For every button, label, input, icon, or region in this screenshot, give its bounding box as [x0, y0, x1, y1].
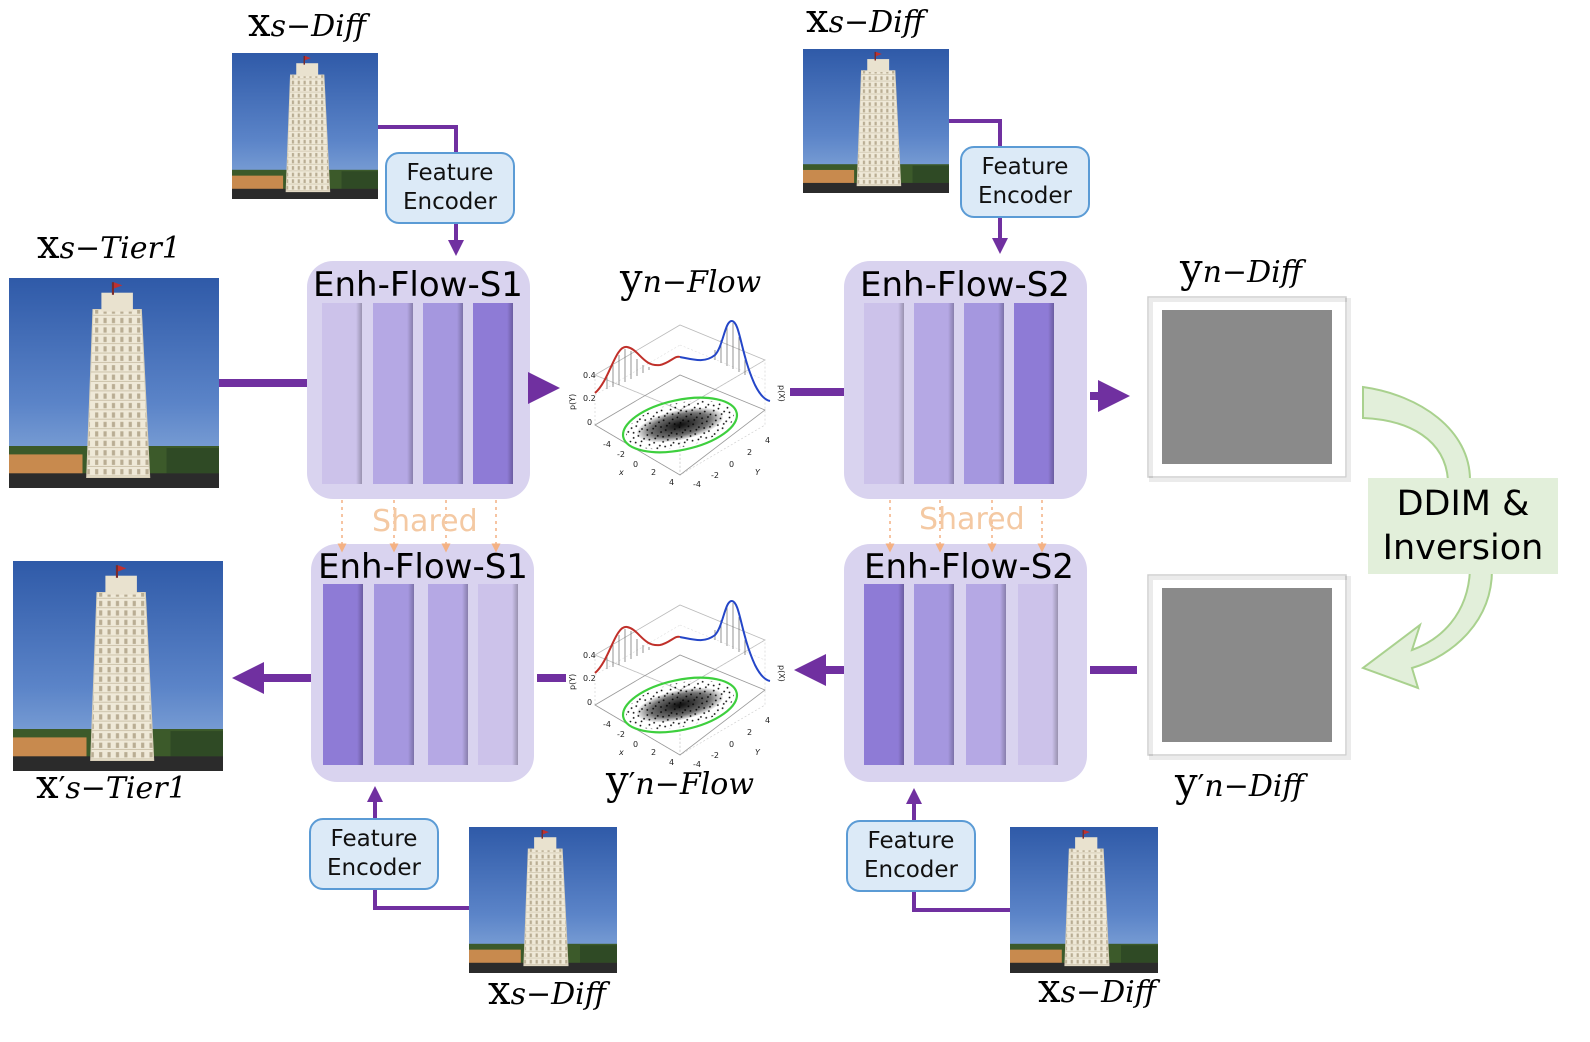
label-y-n-diff-prime: y′n−Diff — [1175, 760, 1304, 806]
flow-bar — [473, 303, 513, 484]
flow-bar — [478, 584, 518, 765]
label-y-n-flow: yn−Flow — [620, 256, 762, 302]
label-y-n-flow-prime: y′n−Flow — [606, 758, 755, 804]
label-y-n-diff: yn−Diff — [1180, 246, 1302, 292]
ddim-line2: Inversion — [1382, 528, 1544, 568]
feature-encoder-line2: Encoder — [402, 189, 498, 215]
feature-encoder-line2: Encoder — [863, 857, 959, 883]
feature-encoder-line2: Encoder — [977, 183, 1073, 209]
enh-flow-s2-top-block — [844, 261, 1087, 499]
label-x-s-tier1-prime: x′s−Tier1 — [36, 762, 187, 808]
feature-encoder-line1: Feature — [981, 154, 1069, 180]
flow-bar — [966, 584, 1006, 765]
feature-encoder-top-left: Feature Encoder — [385, 152, 515, 224]
label-x-s-diff-top-left: xs−Diff — [248, 0, 366, 46]
flow-bar — [323, 584, 363, 765]
image-y-n-diff — [1147, 296, 1351, 482]
shared-connectors-s1 — [337, 500, 501, 553]
ddim-line1: DDIM & — [1396, 484, 1530, 524]
feature-encoder-top-right: Feature Encoder — [960, 146, 1090, 218]
flow-bar — [864, 303, 904, 484]
flow-bar — [373, 303, 413, 484]
image-x-s-tier1-prime — [13, 561, 223, 771]
flow-bar — [914, 584, 954, 765]
image-y-n-diff-prime — [1147, 574, 1351, 760]
ddim-inversion-box: DDIM & Inversion — [1368, 478, 1558, 574]
flow-bar — [374, 584, 414, 765]
enh-flow-s2-top-title: Enh-Flow-S2 — [860, 265, 1070, 305]
enh-flow-s1-bottom-block — [311, 544, 534, 782]
flow-bar — [428, 584, 468, 765]
connector-xdiff-to-encoder-br — [912, 891, 1010, 912]
flow-bar — [423, 303, 463, 484]
image-x-s-diff-top-left — [232, 53, 378, 199]
flow-bar — [864, 584, 904, 765]
label-x-s-diff-bottom-left: xs−Diff — [488, 968, 606, 1014]
flow-bar — [1018, 584, 1058, 765]
enh-flow-s2-bottom-title: Enh-Flow-S2 — [864, 547, 1074, 587]
flow-bar — [322, 303, 362, 484]
image-x-s-diff-bottom-left — [469, 827, 617, 973]
image-x-s-diff-bottom-right — [1010, 827, 1158, 973]
feature-encoder-line2: Encoder — [326, 855, 422, 881]
flow-bar — [914, 303, 954, 484]
label-x-s-diff-top-right: xs−Diff — [806, 0, 924, 42]
image-x-s-tier1 — [9, 278, 219, 488]
enh-flow-s1-top-title: Enh-Flow-S1 — [313, 265, 523, 305]
feature-encoder-bottom-right: Feature Encoder — [846, 820, 976, 892]
label-x-s-diff-bottom-right: xs−Diff — [1038, 966, 1156, 1012]
feature-encoder-line1: Feature — [867, 828, 955, 854]
feature-encoder-bottom-left: Feature Encoder — [309, 818, 439, 890]
flow-bar — [1014, 303, 1054, 484]
shared-label-s2: Shared — [919, 502, 1025, 537]
label-x-s-tier1: xs−Tier1 — [37, 222, 181, 268]
enh-flow-s2-bottom-block — [844, 544, 1087, 782]
plot-y-n-flow-prime — [566, 599, 788, 771]
connector-xdiff-to-encoder-tr — [949, 119, 1002, 146]
connector-xdiff-to-encoder-tl — [378, 125, 458, 152]
enh-flow-s1-bottom-title: Enh-Flow-S1 — [318, 547, 528, 587]
feature-encoder-line1: Feature — [330, 826, 418, 852]
connector-xdiff-to-encoder-bl — [373, 889, 469, 910]
shared-connectors-s2 — [885, 500, 1047, 553]
enh-flow-s1-top-block — [307, 261, 530, 499]
feature-encoder-line1: Feature — [406, 160, 494, 186]
flow-bar — [964, 303, 1004, 484]
plot-y-n-flow — [566, 319, 788, 491]
shared-label-s1: Shared — [372, 504, 478, 539]
image-x-s-diff-top-right — [803, 49, 949, 193]
